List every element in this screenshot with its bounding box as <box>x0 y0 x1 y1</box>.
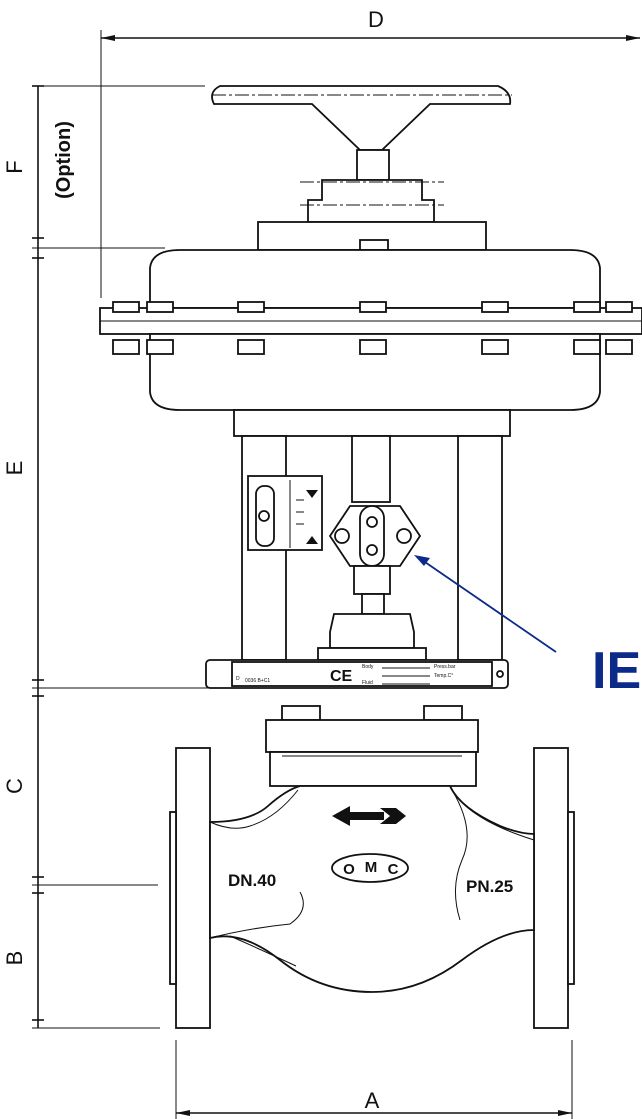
omc-letter-c: C <box>388 861 399 878</box>
dimension-a-label: A <box>365 1088 380 1113</box>
omc-logo: O M C <box>331 853 409 883</box>
omc-letter-o: O <box>343 861 355 878</box>
nameplate: D 0036 B+C1 CE Body Fluid Press.bar Temp… <box>205 659 509 689</box>
omc-letter-m: M <box>365 859 378 876</box>
valve-body: O M C DN.40 PN.25 <box>169 747 575 1029</box>
dimension-f-label: F <box>2 160 27 173</box>
dimension-a: A <box>175 1040 573 1119</box>
dimension-d: D <box>100 7 640 298</box>
handwheel <box>211 85 512 223</box>
dimension-c-label: C <box>2 778 27 794</box>
ie-callout-label: IE <box>592 642 641 700</box>
nameplate-serial: 0036 B+C1 <box>245 678 270 684</box>
nameplate-fluid: Fluid <box>362 680 373 686</box>
pressure-rating-label: PN.25 <box>466 877 513 896</box>
travel-indicator <box>247 475 323 551</box>
bonnet <box>265 705 479 787</box>
dimension-chain-left: F (Option) E C B <box>2 85 215 1029</box>
dimension-d-label: D <box>368 7 384 32</box>
dimension-e-label: E <box>2 461 27 476</box>
nameplate-body: Body <box>362 664 374 670</box>
ie-callout: IE <box>414 555 641 700</box>
option-label: (Option) <box>53 121 75 199</box>
ce-mark: CE <box>330 668 353 685</box>
actuator-housing <box>99 221 642 411</box>
nameplate-temp: Temp.C° <box>434 673 453 679</box>
stem-coupler <box>328 505 422 615</box>
nameplate-press-bar: Press.bar <box>434 664 456 670</box>
flange-bolts <box>112 301 633 355</box>
flow-direction-arrow <box>332 806 406 826</box>
nominal-diameter-label: DN.40 <box>228 871 276 890</box>
yoke <box>233 409 511 661</box>
nameplate-side-mark: D <box>236 676 240 682</box>
dimension-b-label: B <box>2 951 27 966</box>
